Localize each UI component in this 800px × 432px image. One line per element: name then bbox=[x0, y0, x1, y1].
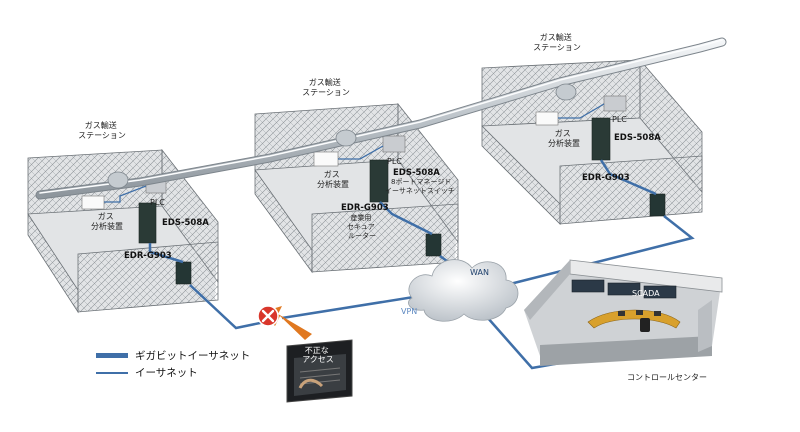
station-3-title: ガス輸送 ステーション bbox=[533, 32, 581, 52]
plc-icon bbox=[603, 95, 627, 112]
ethernet-line-swatch bbox=[96, 371, 128, 374]
station-1-router-label: EDR-G903 bbox=[124, 251, 172, 261]
plc-icon bbox=[382, 135, 406, 153]
station-3-plc-label: PLC bbox=[612, 115, 627, 124]
router-icon bbox=[649, 193, 666, 217]
station-3-analyzer-label: ガス 分析装置 bbox=[548, 128, 580, 148]
threat-label: 不正な アクセス bbox=[302, 346, 334, 364]
station-3 bbox=[481, 58, 703, 225]
station-2-router-desc: 産業用 セキュア ルーター bbox=[347, 213, 377, 240]
operator-chair-icon bbox=[640, 318, 650, 332]
switch-icon bbox=[138, 202, 157, 244]
threat-tablet bbox=[286, 339, 353, 403]
station-2-plc-label: PLC bbox=[387, 157, 402, 166]
legend: ギガビットイーサネット イーサネット bbox=[96, 347, 250, 381]
scada-monitor-icon bbox=[607, 282, 641, 296]
scada-monitor-icon bbox=[571, 279, 605, 293]
station-2-switch-desc: 8ポートマネージド イーサネットスイッチ bbox=[385, 178, 455, 195]
vpn-label: VPN bbox=[401, 307, 417, 316]
router-icon bbox=[175, 261, 192, 285]
gas-pipeline bbox=[35, 37, 727, 200]
station-2-router-label: EDR-G903 bbox=[341, 203, 389, 213]
blocked-icon bbox=[257, 305, 279, 327]
scada-monitor-icon bbox=[643, 285, 677, 299]
control-center-label: コントロールセンター bbox=[627, 373, 707, 382]
station-2-analyzer-label: ガス 分析装置 bbox=[317, 169, 349, 189]
station-2-switch-label: EDS-508A bbox=[393, 168, 440, 178]
station-1-analyzer-label: ガス 分析装置 bbox=[91, 211, 123, 231]
wan-cloud bbox=[408, 259, 519, 322]
station-1-title: ガス輸送 ステーション bbox=[78, 120, 126, 140]
gas-analyzer-icon bbox=[313, 151, 339, 167]
station-2-title: ガス輸送 ステーション bbox=[302, 77, 350, 97]
station-3-router-label: EDR-G903 bbox=[582, 173, 630, 183]
legend-label-ethernet: イーサネット bbox=[135, 367, 198, 379]
scada-label: SCADA bbox=[632, 289, 660, 298]
wan-label: WAN bbox=[470, 268, 489, 277]
gigabit-line-swatch bbox=[96, 353, 128, 358]
station-3-switch-label: EDS-508A bbox=[614, 133, 661, 143]
switch-icon bbox=[591, 117, 611, 161]
legend-item-gigabit: ギガビットイーサネット bbox=[96, 347, 250, 364]
switch-icon bbox=[369, 159, 389, 203]
station-1-switch-label: EDS-508A bbox=[162, 218, 209, 228]
control-center bbox=[524, 259, 723, 366]
gas-analyzer-icon bbox=[81, 195, 105, 210]
router-icon bbox=[425, 233, 442, 257]
station-1-plc-label: PLC bbox=[150, 198, 165, 207]
legend-item-ethernet: イーサネット bbox=[96, 364, 250, 381]
gas-analyzer-icon bbox=[535, 111, 559, 126]
legend-label-gigabit: ギガビットイーサネット bbox=[135, 350, 251, 362]
